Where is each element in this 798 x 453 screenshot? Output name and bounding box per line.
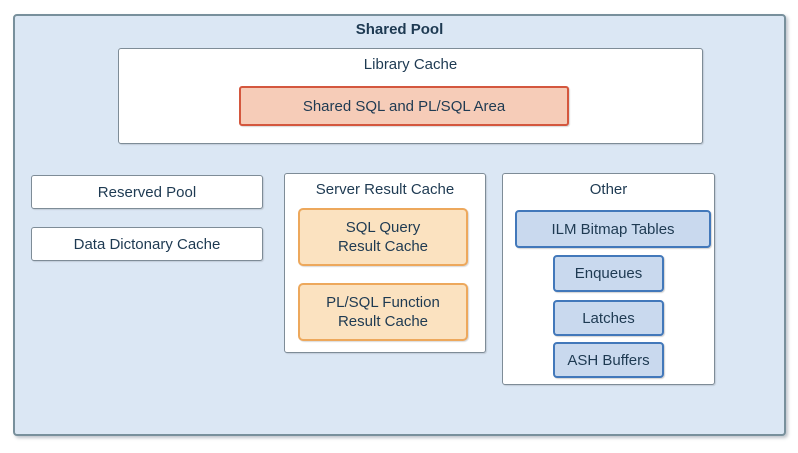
library-cache-title: Library Cache [363,56,458,73]
reserved-pool-label: Reserved Pool [97,183,197,201]
latches-box: Latches [553,300,664,336]
latches-label: Latches [582,309,635,327]
enqueues-label: Enqueues [574,265,643,282]
ilm-bitmap-tables-box: ILM Bitmap Tables [515,210,711,248]
sql-query-result-cache-line2: Result Cache [337,238,429,255]
shared-sql-plsql-area-box: Shared SQL and PL/SQL Area [239,86,569,126]
library-cache-box: Library Cache Shared SQL and PL/SQL Area [118,48,703,144]
server-result-cache-title: Server Result Cache [315,181,455,198]
shared-sql-plsql-area-label: Shared SQL and PL/SQL Area [302,97,506,115]
other-title: Other [589,181,628,198]
shared-pool-container: Shared Pool Library Cache Shared SQL and… [13,14,786,436]
reserved-pool-box: Reserved Pool [31,175,263,209]
other-box: Other ILM Bitmap Tables Enqueues Latches… [502,173,715,385]
plsql-function-result-cache-box: PL/SQL Function Result Cache [298,283,468,341]
ilm-bitmap-tables-label: ILM Bitmap Tables [551,220,675,238]
data-dictionary-cache-label: Data Dictonary Cache [73,235,221,253]
data-dictionary-cache-box: Data Dictonary Cache [31,227,263,261]
ash-buffers-label: ASH Buffers [567,351,650,369]
sql-query-result-cache-line1: SQL Query [345,218,421,236]
plsql-function-result-cache-line1: PL/SQL Function [326,293,440,311]
enqueues-box: Enqueues [553,255,664,292]
shared-pool-title: Shared Pool [355,21,444,38]
ash-buffers-box: ASH Buffers [553,342,664,378]
server-result-cache-box: Server Result Cache SQL Query Result Cac… [284,173,486,353]
plsql-function-result-cache-line2: Result Cache [337,313,429,330]
sql-query-result-cache-box: SQL Query Result Cache [298,208,468,266]
